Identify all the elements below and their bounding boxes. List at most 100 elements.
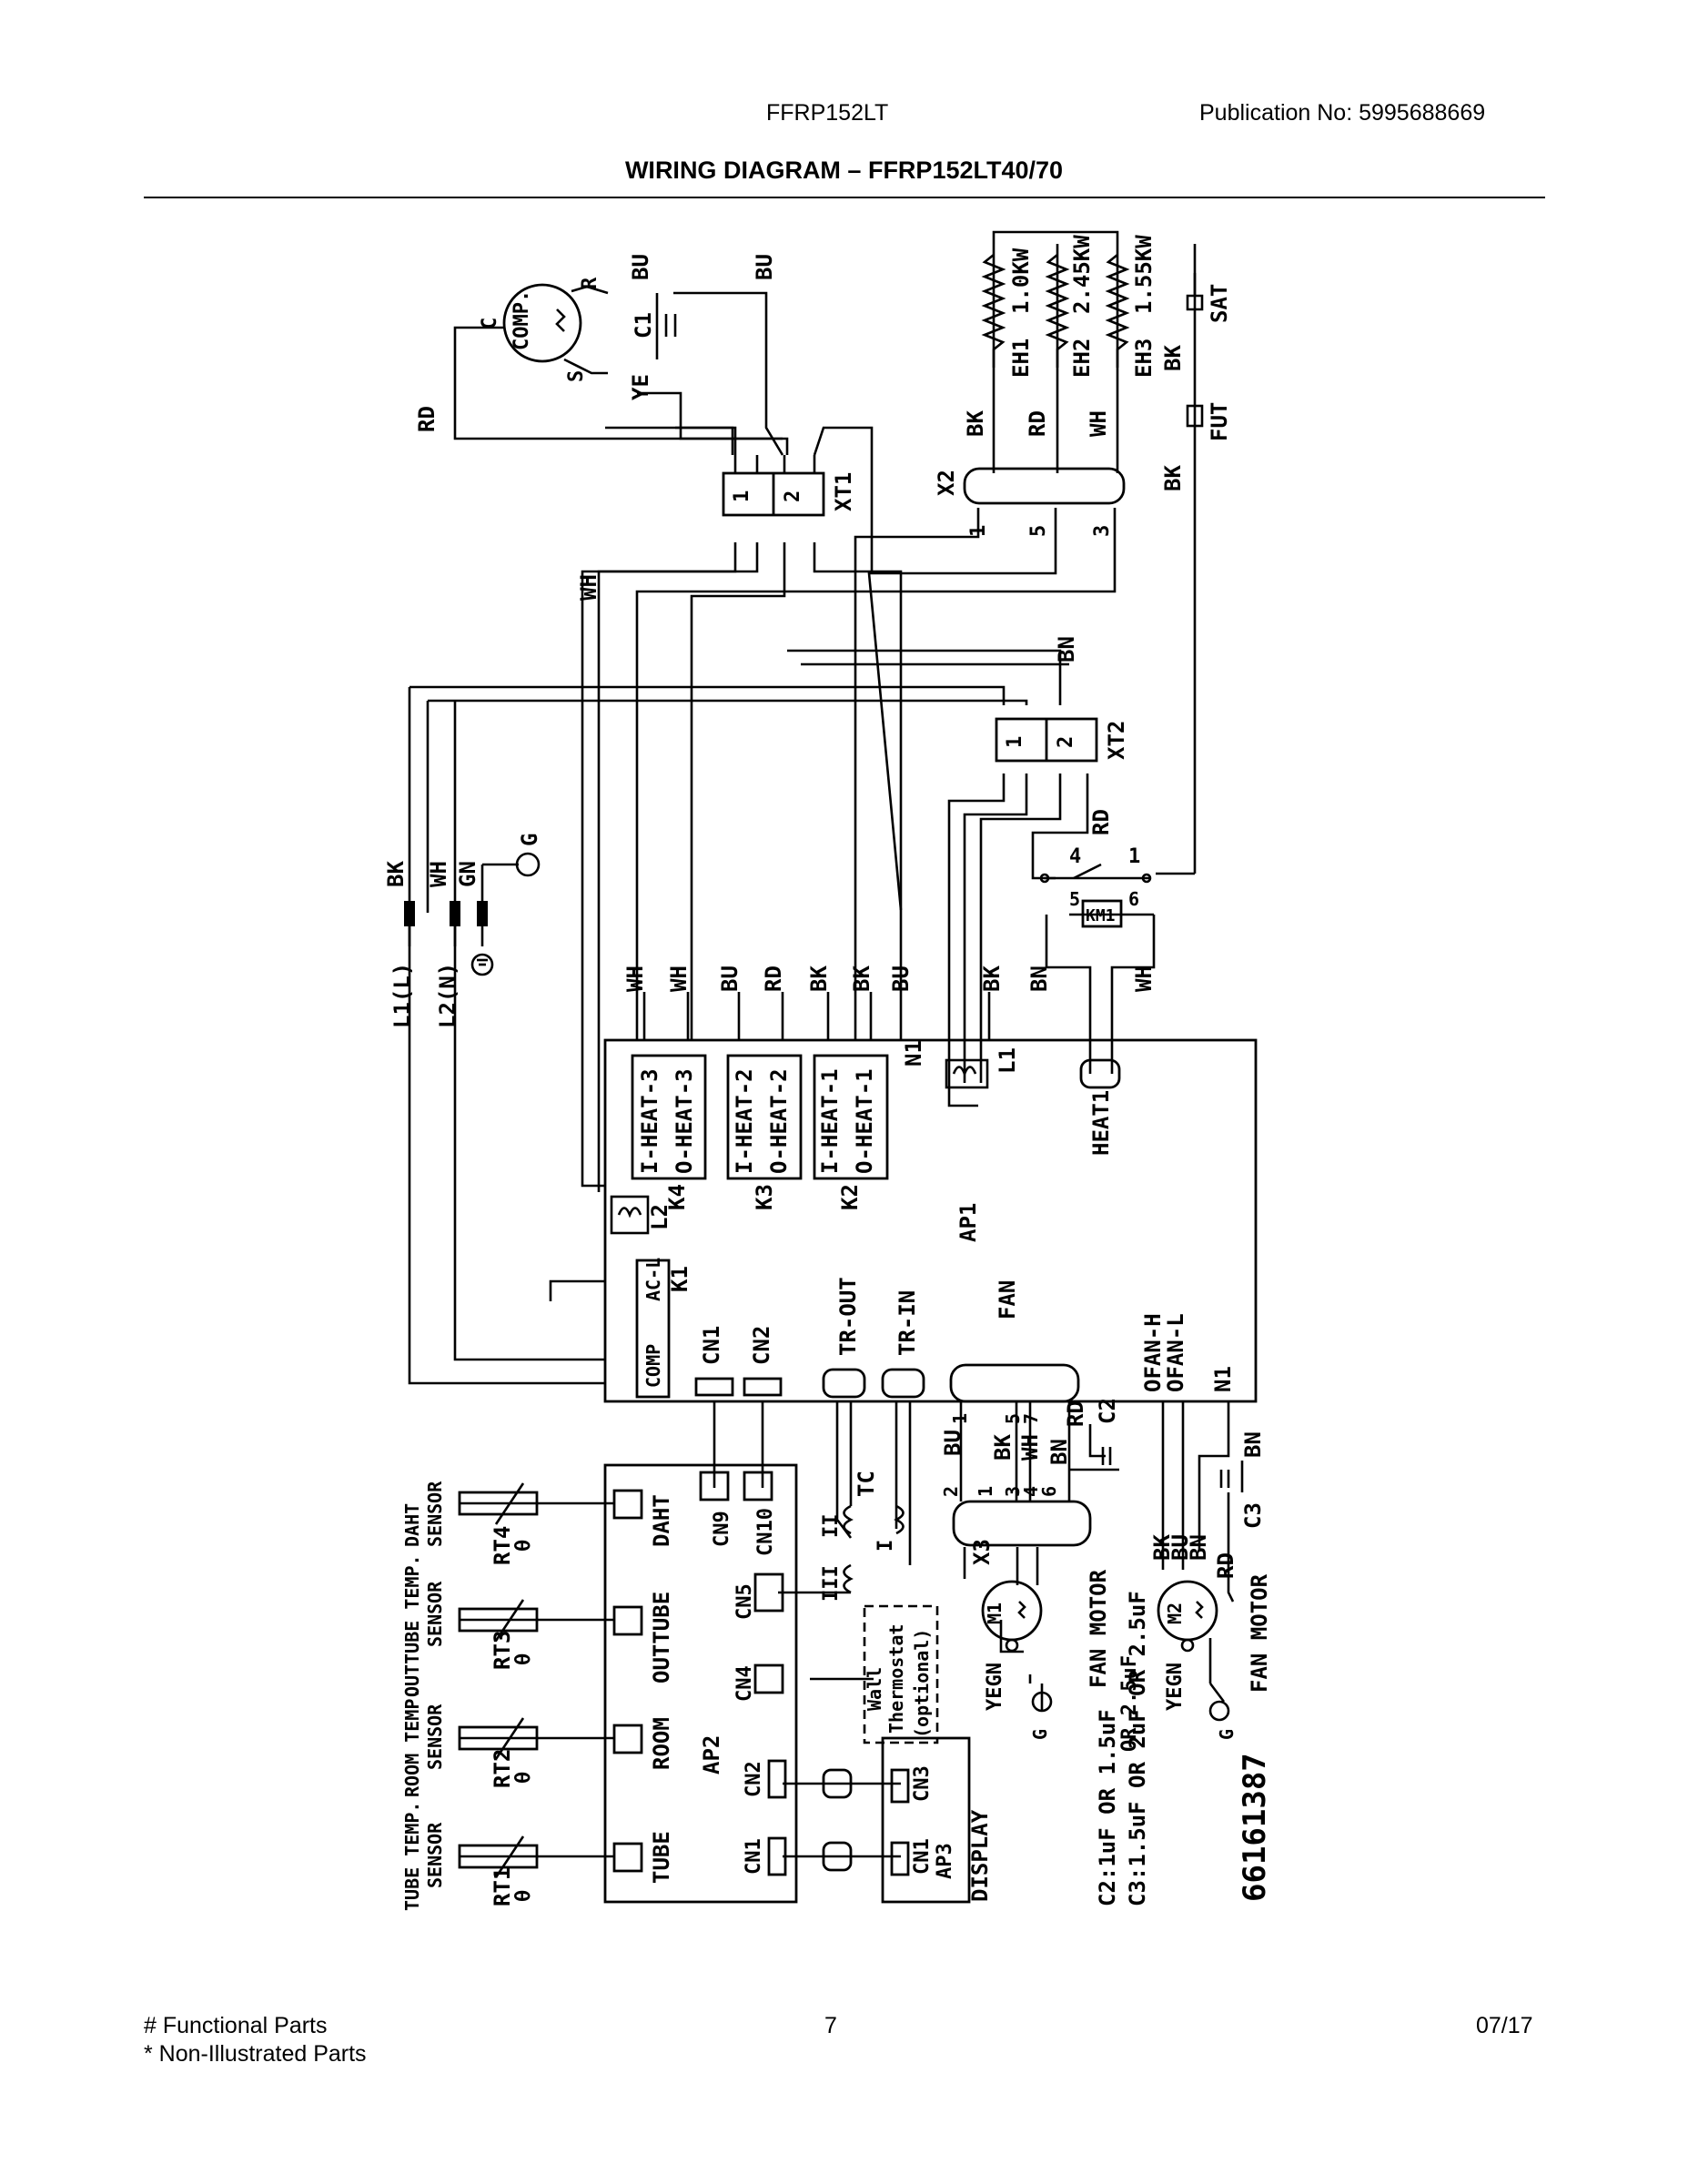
x3-label: X3 (969, 1539, 995, 1565)
display-cn3: CN3 (911, 1765, 934, 1802)
legend-functional: # Functional Parts (144, 2013, 328, 2038)
m1-caption: FAN MOTOR (1086, 1569, 1111, 1688)
rt4-label: RT4 (490, 1526, 515, 1565)
relay-km1: 4 1 KM1 5 6 BN WH (1026, 845, 1157, 992)
i-heat-2: I-HEAT-2 (732, 1068, 757, 1174)
x3-pin-2: 2 (940, 1486, 962, 1497)
c2-rd: RD (1063, 1400, 1088, 1427)
n1-bu: BU (888, 966, 914, 992)
ap2-outtube: OUTTUBE (649, 1592, 674, 1684)
rt2-label: RT2 (490, 1749, 515, 1788)
ap2-daht: DAHT (649, 1494, 674, 1547)
m2-label: M2 (1164, 1603, 1186, 1624)
ap2-label: AP2 (699, 1735, 724, 1774)
ap2-tube: TUBE (649, 1831, 674, 1884)
xt2-pin-2: 2 (1055, 736, 1077, 748)
m1-wh: WH (1017, 1434, 1043, 1461)
ap1-l2: L2 (647, 1204, 672, 1230)
x2-pin-3: 3 (1091, 525, 1114, 537)
tc-label: TC (854, 1471, 879, 1497)
c2-label: C2 (1095, 1398, 1120, 1424)
km1-wh-label: WH (1131, 966, 1157, 992)
l1-bk: BK (979, 966, 1005, 992)
m1-label: M1 (984, 1603, 1006, 1624)
rt3-sensor: SENSOR (424, 1581, 446, 1647)
heat1-out-bk: BK (849, 966, 874, 992)
eh2-rating: 2.45KW (1069, 235, 1095, 314)
comp-ye-label: YE (628, 374, 653, 400)
c1-label: C1 (631, 312, 656, 339)
ap2-cn2: CN2 (743, 1761, 765, 1797)
l2-label: L2(N) (435, 963, 460, 1028)
ap1-cn2: CN2 (749, 1326, 774, 1365)
xt1-pin-2: 2 (782, 490, 804, 502)
ac-l-label: AC-L (642, 1258, 664, 1301)
tr-out-label: TR-OUT (835, 1277, 861, 1356)
diagram-code: 66161387 (1237, 1753, 1273, 1902)
xt1-wh-label: WH (576, 574, 601, 601)
m1-ground-g: G (1029, 1729, 1051, 1740)
ap2-cn10: CN10 (754, 1508, 777, 1556)
page-title: WIRING DIAGRAM – FFRP152LT40/70 (624, 157, 1064, 184)
c3-bn: BN (1240, 1431, 1266, 1458)
board-ap1: WH WH BU RD BK BK BU BK N1 I-HEAT-3 O-HE… (603, 966, 1258, 1424)
xt2-pin-1: 1 (1004, 736, 1026, 748)
rt1-sensor: SENSOR (424, 1822, 446, 1888)
fan-motor-1: X3 2 1 3 4 6 BU BK WH BN RD C2 M1 YEGN G… (940, 1398, 1141, 1752)
heaters: EH1 1.0KW EH2 2.45KW EH3 1.55KW SAT BK F… (963, 235, 1232, 491)
rt4-name: DAHT (401, 1503, 423, 1547)
l1-label: L1(L) (389, 963, 415, 1028)
comp-s-label: S (565, 370, 588, 382)
title-rule (144, 197, 1545, 198)
fan-label: FAN (995, 1280, 1020, 1320)
k2-label: K2 (837, 1184, 863, 1210)
comp-terminal-label: COMP (642, 1344, 664, 1388)
power-bk-label: BK (383, 861, 409, 887)
model-number: FFRP152LT (766, 100, 889, 126)
i-heat-3: I-HEAT-3 (637, 1068, 662, 1174)
fan-pin-5: 5 (1002, 1413, 1024, 1424)
thermostat-wall: Wall (864, 1667, 885, 1711)
ofan-l-label: OFAN-L (1163, 1313, 1188, 1392)
relay-pin-4: 4 (1069, 845, 1081, 868)
ap2-cn1: CN1 (743, 1838, 765, 1875)
rt3-label: RT3 (490, 1631, 515, 1670)
fan-motor-2: BK BU BN BN C3 RD M2 YEGN G FAN MOTOR (1149, 1431, 1272, 1740)
ap2-cn5: CN5 (733, 1583, 756, 1620)
m1-yegn: YEGN (984, 1663, 1006, 1711)
tc-i: I (874, 1540, 897, 1552)
x2-pin-1: 1 (967, 525, 990, 537)
rt2-name: ROOM TEMP. (401, 1688, 423, 1797)
tr-in-label: TR-IN (895, 1290, 920, 1356)
display-board: CN3 CN1 AP3 DISPLAY (881, 1736, 993, 1904)
x3-pin-4: 4 (1020, 1486, 1042, 1497)
power-wh-label: WH (426, 861, 451, 887)
xt1-terminal: 1 2 XT1 WH (576, 471, 856, 601)
xt1-bu-label: BU (752, 254, 777, 280)
fan-pin-7: 7 (1020, 1413, 1042, 1424)
m1-cap-note: OR 2.5uF (1118, 1655, 1141, 1752)
x3-pin-6: 6 (1038, 1486, 1060, 1497)
heat2-out-rd: RD (761, 966, 786, 992)
comp-c-label: C (479, 318, 501, 329)
comp-rd-label: RD (414, 406, 440, 432)
m1-bn: BN (1046, 1439, 1072, 1465)
o-heat-3: O-HEAT-3 (672, 1068, 697, 1174)
eh2-rd-label: RD (1025, 410, 1050, 437)
m1-bu: BU (940, 1430, 965, 1456)
eh3-name: EH3 (1131, 339, 1157, 378)
rt3-name: OUTTUBE TEMP. (401, 1554, 423, 1697)
fut-bk-label: BK (1160, 465, 1186, 491)
c3-label: C3 (1240, 1502, 1266, 1529)
sat-label: SAT (1207, 284, 1232, 323)
m2-bu: BU (1167, 1534, 1193, 1561)
m2-bn: BN (1186, 1534, 1211, 1561)
m2-bk: BK (1149, 1534, 1175, 1561)
x2-pin-5: 5 (1027, 525, 1050, 537)
km1-bn-label: BN (1026, 966, 1052, 992)
o-heat-2: O-HEAT-2 (766, 1068, 792, 1174)
power-gn-label: GN (455, 861, 480, 887)
m2-yegn: YEGN (1164, 1663, 1187, 1711)
i-heat-1: I-HEAT-1 (817, 1068, 843, 1174)
